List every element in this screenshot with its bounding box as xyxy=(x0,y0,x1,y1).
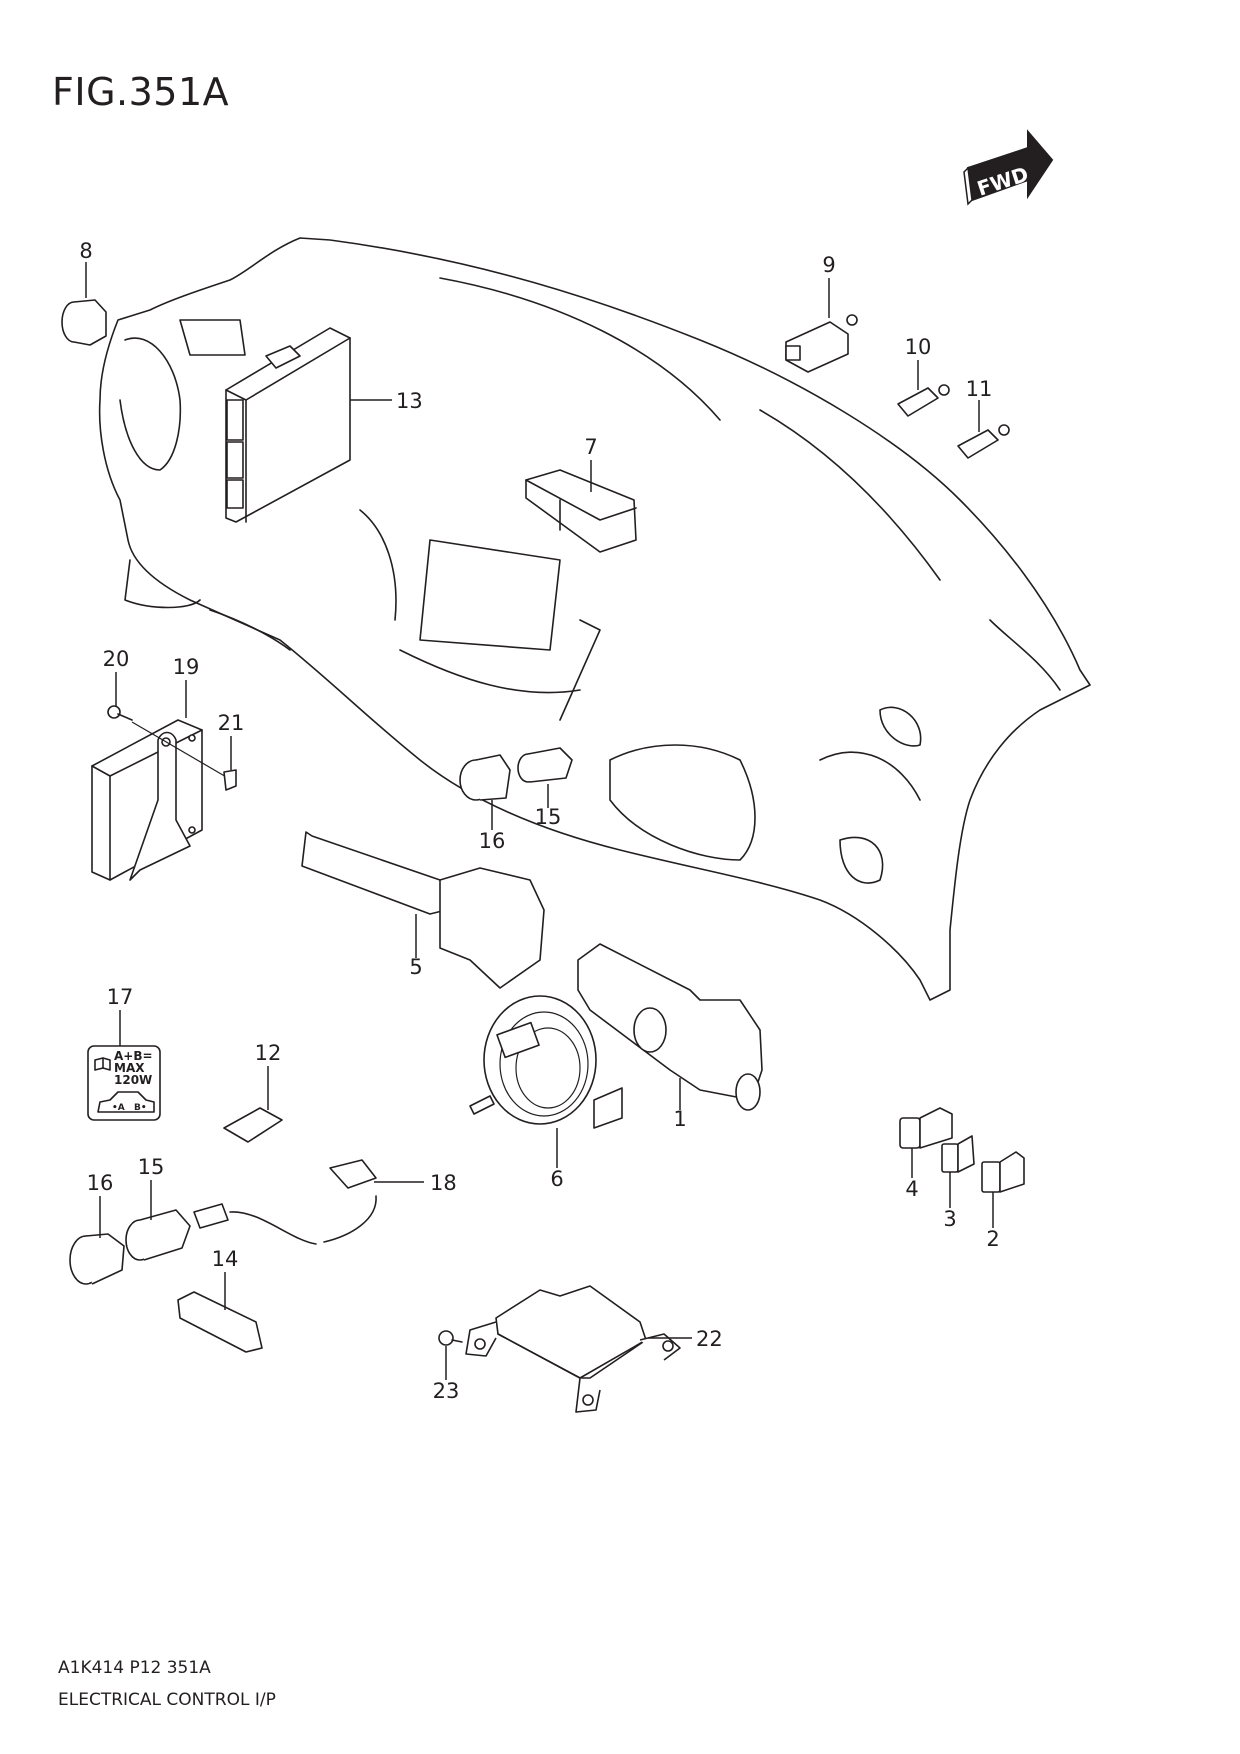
callout-2[interactable]: 2 xyxy=(986,1227,999,1251)
callout-14[interactable]: 14 xyxy=(212,1247,239,1271)
part-15-socket-upper xyxy=(517,747,573,808)
part-12-cover-cap xyxy=(223,1066,283,1143)
callout-22[interactable]: 22 xyxy=(696,1327,723,1351)
part-14-sensor xyxy=(177,1272,263,1353)
part-16-socket-upper xyxy=(459,754,511,830)
part-7-switch xyxy=(525,460,637,553)
callout-23[interactable]: 23 xyxy=(433,1379,460,1403)
part-21-clip xyxy=(223,736,237,791)
figure-title: FIG.351A xyxy=(52,70,230,114)
part-23-bolt xyxy=(438,1330,463,1380)
callout-20[interactable]: 20 xyxy=(103,647,130,671)
callout-12[interactable]: 12 xyxy=(255,1041,282,1065)
figure-description: ELECTRICAL CONTROL I/P xyxy=(58,1690,276,1710)
callout-6[interactable]: 6 xyxy=(550,1167,563,1191)
part-20-bolt xyxy=(107,672,229,779)
part-3-switch xyxy=(941,1135,975,1208)
part-22-airbag-module xyxy=(465,1285,692,1413)
part-5-combination-switch xyxy=(301,831,545,989)
label-text-line2: MAX xyxy=(114,1061,145,1075)
callout-16-upper[interactable]: 16 xyxy=(479,829,506,853)
callout-15-lower[interactable]: 15 xyxy=(138,1155,165,1179)
manual-book-icon xyxy=(94,1057,111,1071)
callout-16-lower[interactable]: 16 xyxy=(87,1171,114,1195)
part-1-switch-body xyxy=(577,943,763,1111)
callout-13[interactable]: 13 xyxy=(396,389,423,413)
part-13-control-module xyxy=(225,327,392,523)
part-17-warning-label: A+B= MAX 120W •A B• xyxy=(87,1010,161,1121)
part-10-sensor xyxy=(897,360,950,417)
callout-19[interactable]: 19 xyxy=(173,655,200,679)
callout-9[interactable]: 9 xyxy=(822,253,835,277)
callout-11[interactable]: 11 xyxy=(966,377,993,401)
callout-15-upper[interactable]: 15 xyxy=(535,805,562,829)
part-18-harness xyxy=(193,1159,424,1245)
figure-code: A1K414 P12 351A xyxy=(58,1658,211,1678)
part-19-module-bracket xyxy=(91,680,203,881)
part-8-grommet xyxy=(61,262,107,346)
fwd-arrow-icon: FWD xyxy=(963,129,1054,206)
label-text-line1: A+B= xyxy=(114,1049,153,1063)
label-text-line3: 120W xyxy=(114,1073,152,1087)
callout-8[interactable]: 8 xyxy=(79,239,92,263)
callout-7[interactable]: 7 xyxy=(584,435,597,459)
callout-10[interactable]: 10 xyxy=(905,335,932,359)
part-6-clock-spring xyxy=(469,995,623,1168)
car-icon xyxy=(97,1091,155,1113)
callout-21[interactable]: 21 xyxy=(218,711,245,735)
part-4-switch xyxy=(899,1107,953,1178)
callout-1[interactable]: 1 xyxy=(673,1107,686,1131)
callout-18[interactable]: 18 xyxy=(430,1171,457,1195)
label-marker-a: •A xyxy=(112,1103,125,1113)
callout-3[interactable]: 3 xyxy=(943,1207,956,1231)
part-15-socket-lower xyxy=(125,1180,191,1261)
callout-17[interactable]: 17 xyxy=(107,985,134,1009)
part-16-socket-lower xyxy=(69,1196,125,1285)
part-9-switch xyxy=(785,278,858,373)
part-11-sensor xyxy=(957,400,1010,459)
callout-5[interactable]: 5 xyxy=(409,955,422,979)
label-marker-b: B• xyxy=(134,1103,147,1113)
instrument-panel xyxy=(98,237,1091,1001)
callout-4[interactable]: 4 xyxy=(905,1177,918,1201)
part-2-switch xyxy=(981,1151,1025,1228)
